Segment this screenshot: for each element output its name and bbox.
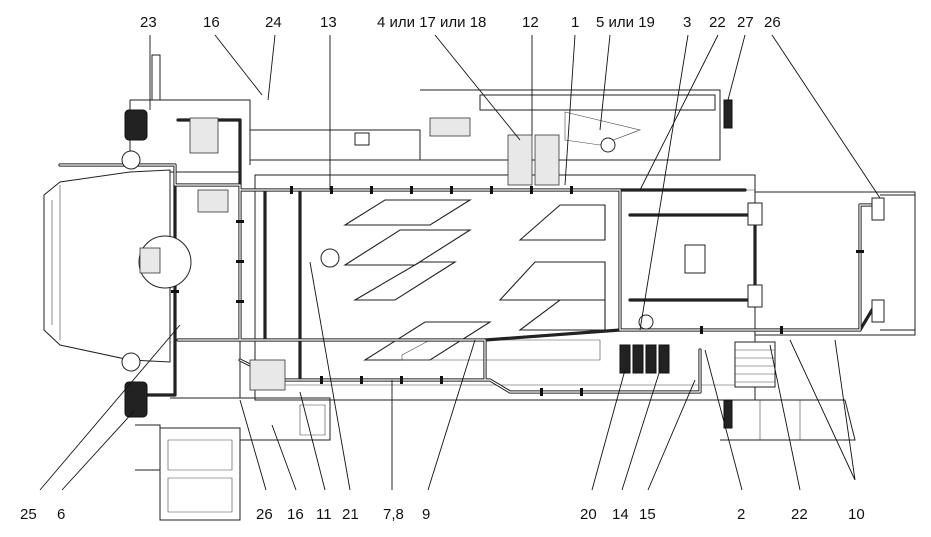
callout-26-bottom: 26 [256,506,273,523]
callout-20: 20 [580,506,597,523]
callout-16-bottom: 16 [287,506,304,523]
callout-12: 12 [522,14,539,31]
callout-2: 2 [737,506,745,523]
callout-26-top: 26 [764,14,781,31]
callout-7-8: 7,8 [383,506,404,523]
callout-4-17-18: 4 или 17 или 18 [377,14,486,31]
callout-22-top: 22 [709,14,726,31]
components [121,99,885,429]
callout-16-top: 16 [203,14,220,31]
callout-27: 27 [737,14,754,31]
callout-21: 21 [342,506,359,523]
callout-1: 1 [571,14,579,31]
callout-15: 15 [639,506,656,523]
callouts-bottom: 25 6 26 16 11 21 7,8 9 20 14 15 2 22 10 [20,506,865,523]
leader-lines [39,34,881,491]
callout-25: 25 [20,506,37,523]
floor-chevrons [343,199,606,361]
callout-22-bottom: 22 [791,506,808,523]
callout-23: 23 [140,14,157,31]
callout-5-19: 5 или 19 [596,14,655,31]
callout-6: 6 [57,506,65,523]
callout-14: 14 [612,506,629,523]
callout-9: 9 [422,506,430,523]
callout-11: 11 [316,506,332,523]
callout-10: 10 [848,506,865,523]
harness-clips [171,186,864,396]
callout-13: 13 [320,14,337,31]
callouts-top: 23 16 24 13 4 или 17 или 18 12 1 5 или 1… [140,14,781,31]
callout-24: 24 [265,14,282,31]
callout-3: 3 [683,14,691,31]
